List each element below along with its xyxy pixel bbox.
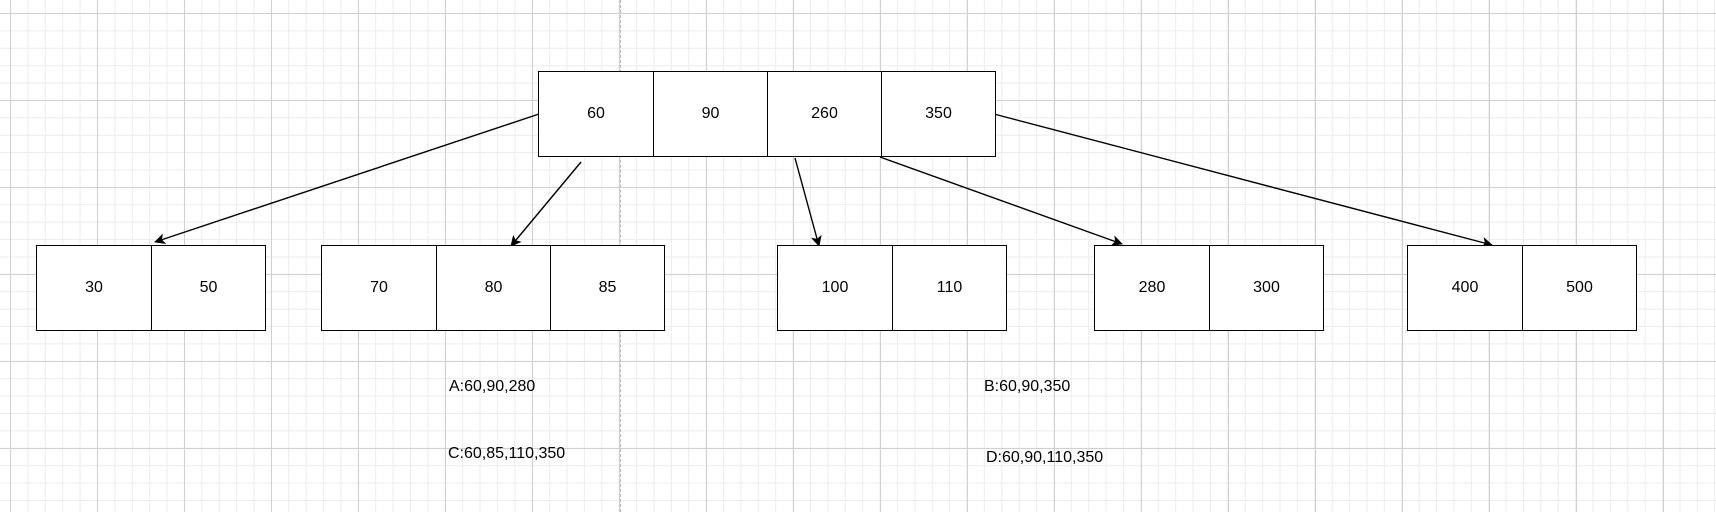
edge-root-to-child-1 [154, 113, 540, 245]
child-node-1: 30 50 [36, 245, 266, 331]
option-c: C:60,85,110,350 [448, 445, 566, 462]
option-d: D:60,90,110,350 [986, 449, 1104, 466]
child-key: 500 [1522, 246, 1636, 330]
child-key: 70 [370, 279, 388, 296]
root-key: 60 [587, 105, 605, 122]
child-key: 30 [85, 279, 103, 296]
root-node: 60 90 260 350 [538, 71, 996, 157]
root-key: 350 [881, 72, 995, 156]
root-key: 90 [653, 72, 767, 156]
child-key: 280 [1138, 279, 1166, 296]
child-key: 85 [550, 246, 664, 330]
child-key: 400 [1451, 279, 1479, 296]
child-node-2: 70 80 85 [321, 245, 665, 331]
child-node-3: 100 110 [777, 245, 1007, 331]
child-node-5: 400 500 [1407, 245, 1637, 331]
edge-root-to-child-5 [993, 113, 1493, 248]
edge-root-to-child-2 [510, 161, 582, 247]
child-node-4: 280 300 [1094, 245, 1324, 331]
edge-root-to-child-3 [794, 157, 822, 247]
option-b: B:60,90,350 [984, 378, 1071, 395]
root-key: 260 [767, 72, 881, 156]
child-key: 80 [436, 246, 550, 330]
edge-root-to-child-4 [879, 156, 1123, 246]
child-key: 110 [892, 246, 1006, 330]
option-a: A:60,90,280 [449, 378, 536, 395]
child-key: 100 [821, 279, 849, 296]
child-key: 300 [1209, 246, 1323, 330]
child-key: 50 [151, 246, 265, 330]
